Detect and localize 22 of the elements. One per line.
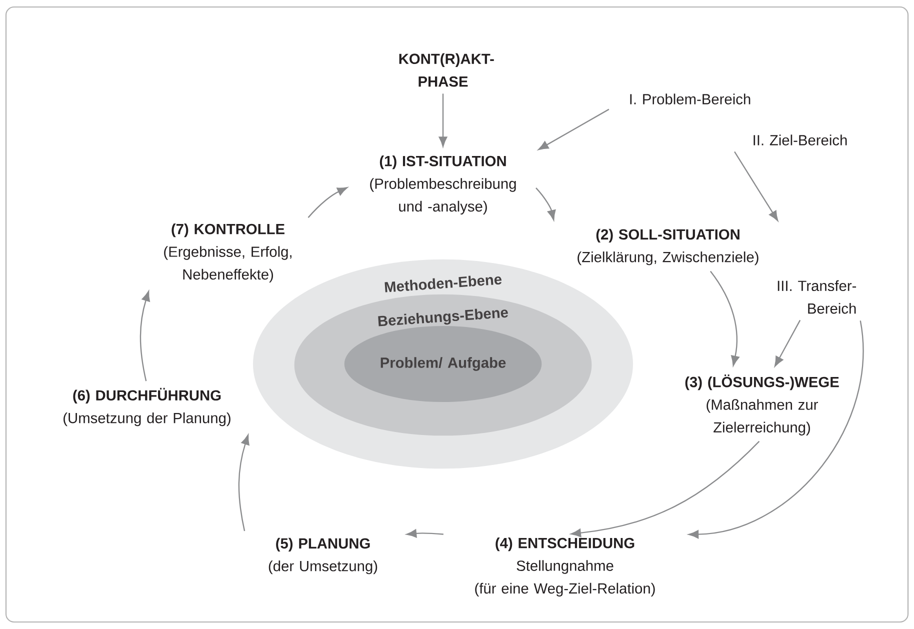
label-text: III. Transfer-Bereich	[778, 280, 856, 314]
arrow	[238, 434, 250, 532]
ellipse-layer: Problem/ Aufgabe	[344, 326, 542, 402]
phase-label: KONT(R)AKT-PHASE	[399, 53, 494, 87]
arrow	[734, 151, 778, 222]
arrow	[406, 529, 444, 538]
step-label: (4) ENTSCHEIDUNG Stellungnahme (für eine Weg-Ziel-Relation)	[475, 538, 655, 596]
arrow	[774, 320, 801, 367]
step-label: (1) IST-SITUATION (Problembeschreibung und -analyse)	[370, 156, 516, 214]
arrow	[538, 108, 610, 150]
arrow	[536, 188, 556, 220]
step-label: (3) (LÖSUNGS-)WEGE (Maßnahmen zur Zielerreichung)	[685, 374, 839, 436]
arrow	[140, 290, 150, 382]
step-label: (6) DURCHFÜHRUNG (Umsetzung der Planung)	[64, 388, 230, 426]
arrow	[570, 440, 760, 538]
arrow	[438, 94, 448, 147]
arrow	[308, 187, 348, 218]
step-label: (5) PLANUNG (der Umsetzung)	[268, 538, 378, 574]
arrow	[710, 270, 740, 366]
label-text: II. Ziel-Bereich	[754, 134, 847, 146]
label-text: I. Problem-Bereich	[630, 94, 750, 104]
arrow	[688, 320, 864, 539]
